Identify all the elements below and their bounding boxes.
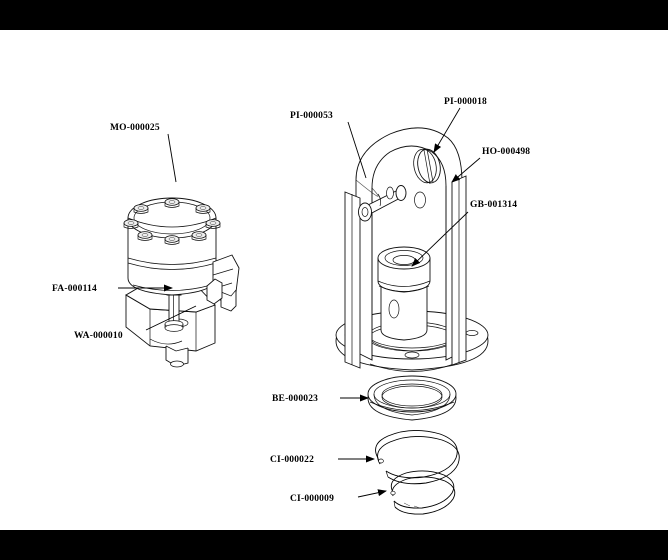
hex-bolt [137,231,153,241]
motor-side-port [206,254,240,312]
technical-drawing: MO-000025 FA-000114 WA-000010 PI-000053 … [52,97,530,515]
leader-CI-000009 [357,489,387,498]
leader-HO-000498 [451,157,481,183]
letterbox-bottom [0,530,668,560]
callout-label-PI-000018[interactable]: PI-000018 [444,97,487,107]
bearing [367,375,457,421]
callout-label-BE-000023[interactable]: BE-000023 [272,394,318,404]
leader-PI-000053 [347,121,367,179]
callout-label-GB-001314[interactable]: GB-001314 [470,200,517,210]
circlip-large [375,430,460,485]
callout-label-CI-000009[interactable]: CI-000009 [290,494,334,504]
gearbox-shaft [377,246,431,341]
motor-cover-bolts [123,198,221,245]
leader-PI-000018 [433,107,461,153]
retaining-ring-pin [413,148,441,185]
leader-MO-000025 [167,133,177,183]
swing-gearbox-housing-assembly [335,127,489,515]
callout-label-WA-000010[interactable]: WA-000010 [74,331,123,341]
leader-GB-001314 [411,211,469,267]
callout-labels: MO-000025 FA-000114 WA-000010 PI-000053 … [52,97,530,504]
letterbox-top [0,0,668,30]
hex-bolt [133,204,149,214]
callout-label-PI-000053[interactable]: PI-000053 [290,111,333,121]
hex-bolt [205,219,221,229]
callout-label-MO-000025[interactable]: MO-000025 [110,123,160,133]
callout-label-HO-000498[interactable]: HO-000498 [482,147,530,157]
circlip-small [390,470,456,515]
hex-bolt [164,235,180,245]
callout-label-CI-000022[interactable]: CI-000022 [270,455,314,465]
diagram-canvas: MO-000025 FA-000114 WA-000010 PI-000053 … [0,30,668,530]
leader-WA-000010 [145,305,197,331]
hex-bolt [164,198,180,208]
hex-bolt [195,204,211,214]
callout-label-FA-000114[interactable]: FA-000114 [52,284,97,294]
pin-assembly [358,185,407,222]
hydraulic-motor-assembly [123,197,240,368]
hex-bolt [191,231,207,241]
housing-bracket [344,127,467,369]
hex-bolt [123,219,139,229]
callout-leaders [118,107,481,498]
